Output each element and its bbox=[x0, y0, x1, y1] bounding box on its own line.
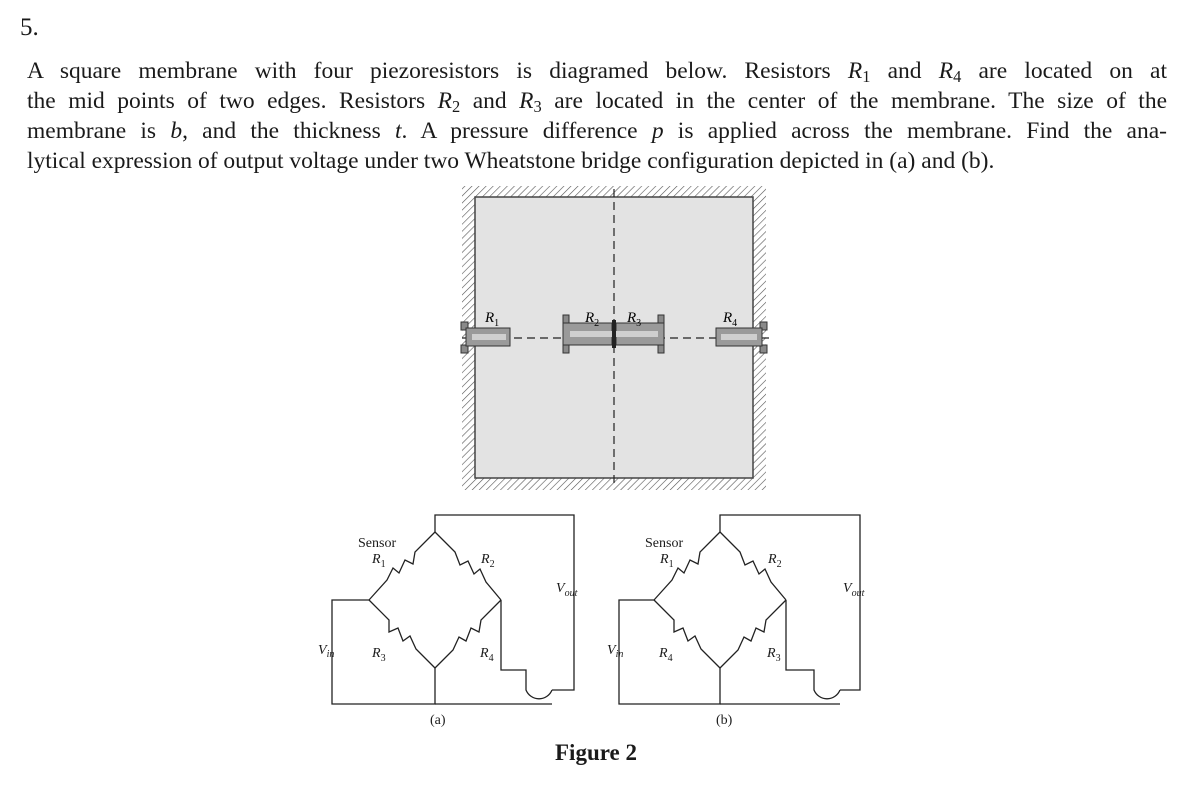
question-text-run: is applied across the membrane. Find the… bbox=[663, 118, 1167, 144]
bridge-a-vout-loop bbox=[500, 600, 553, 700]
bridge-b-r2-edge bbox=[719, 531, 787, 601]
bridge-a bbox=[331, 514, 575, 705]
math-symbol: b bbox=[170, 118, 183, 144]
bridge-a-r2-edge bbox=[434, 531, 502, 601]
question-number: 5. bbox=[20, 14, 39, 41]
bridge-a-caption: (a) bbox=[430, 713, 446, 728]
bridge-b-label-r3: R3 bbox=[766, 646, 781, 664]
math-subscript: 4 bbox=[953, 67, 962, 87]
bridge-b-r1-edge bbox=[653, 531, 721, 601]
question-text: A square membrane with four piezoresisto… bbox=[27, 56, 1167, 176]
bridge-a-vin-wire bbox=[331, 599, 436, 705]
math-subscript: 1 bbox=[862, 67, 871, 87]
membrane-diagram: R1 R2 R3 R4 bbox=[460, 186, 770, 490]
question-line: lytical expression of output voltage und… bbox=[27, 146, 1167, 176]
piezoresistor-r1 bbox=[460, 321, 511, 354]
math-symbol: p bbox=[651, 118, 664, 144]
bridge-b-vout-label: Vout bbox=[843, 581, 865, 599]
question-text-run: membrane is bbox=[27, 118, 171, 144]
piezoresistor-r3 bbox=[615, 314, 665, 354]
question-line: A square membrane with four piezoresisto… bbox=[27, 56, 1167, 86]
bridge-b-vin-wire bbox=[618, 599, 721, 705]
question-line: the mid points of two edges. Resistors R… bbox=[27, 86, 1167, 116]
math-symbol: R bbox=[519, 88, 534, 114]
membrane-label-r2: R2 bbox=[584, 310, 599, 329]
math-symbol: R bbox=[437, 88, 452, 114]
question-text-run: and bbox=[870, 58, 939, 84]
bridge-b-sensor-label: Sensor bbox=[645, 536, 683, 551]
question-text-run: lytical expression of output voltage und… bbox=[27, 148, 995, 174]
bridge-b-label-r2: R2 bbox=[767, 552, 782, 570]
bridge-b-label-r1: R1 bbox=[659, 552, 674, 570]
membrane-label-r1: R1 bbox=[484, 310, 499, 329]
question-text-run: the mid points of two edges. Resistors bbox=[27, 88, 438, 114]
question-text-run: are located on at bbox=[961, 58, 1167, 84]
question-text-run: and bbox=[460, 88, 520, 114]
question-text-run: . A pressure difference bbox=[401, 118, 652, 144]
bridge-a-label-r4: R4 bbox=[479, 646, 494, 664]
bridge-b-label-r4: R4 bbox=[658, 646, 673, 664]
question-text-run: are located in the center of the membran… bbox=[541, 88, 1167, 114]
bridge-a-vout-label: Vout bbox=[556, 581, 578, 599]
math-subscript: 3 bbox=[533, 97, 542, 117]
question-line: membrane is b, and the thickness t. A pr… bbox=[27, 116, 1167, 146]
bridge-a-label-r2: R2 bbox=[480, 552, 495, 570]
bridge-b-top-wire bbox=[719, 514, 861, 691]
center-junction bbox=[612, 320, 616, 348]
figure-title: Figure 2 bbox=[555, 740, 637, 765]
bridge-a-label-r1: R1 bbox=[371, 552, 386, 570]
bridge-a-top-wire bbox=[434, 514, 575, 691]
bridge-a-r4-edge bbox=[434, 599, 502, 669]
bridge-a-sensor-label: Sensor bbox=[358, 536, 396, 551]
math-subscript: 2 bbox=[452, 97, 461, 117]
bridge-b-vin-label: Vin bbox=[607, 643, 623, 660]
bridge-a-label-r3: R3 bbox=[371, 646, 386, 664]
question-text-run: , and the thickness bbox=[182, 118, 395, 144]
membrane-label-r3: R3 bbox=[626, 310, 641, 329]
math-symbol: R bbox=[847, 58, 863, 84]
bridge-b bbox=[618, 514, 861, 705]
membrane-label-r4: R4 bbox=[722, 310, 737, 329]
bridge-b-r3-edge bbox=[719, 599, 787, 669]
bridge-b-vout-loop bbox=[785, 600, 841, 700]
bridge-a-labels: Sensor R1 R2 R3 R4 Vin Vout (a) bbox=[318, 536, 578, 728]
piezoresistor-r4 bbox=[715, 321, 768, 354]
bridge-a-r1-edge bbox=[368, 531, 436, 601]
bridge-b-caption: (b) bbox=[716, 713, 733, 728]
math-symbol: R bbox=[938, 58, 954, 84]
bridge-a-vin-label: Vin bbox=[318, 643, 334, 660]
bridge-b-r4-edge bbox=[653, 599, 721, 669]
math-symbol: t bbox=[394, 118, 402, 144]
bridge-b-labels: Sensor R1 R2 R4 R3 Vin Vout (b) bbox=[607, 536, 865, 728]
bridge-a-r3-edge bbox=[368, 599, 436, 669]
question-text-run: A square membrane with four piezoresisto… bbox=[27, 58, 848, 84]
